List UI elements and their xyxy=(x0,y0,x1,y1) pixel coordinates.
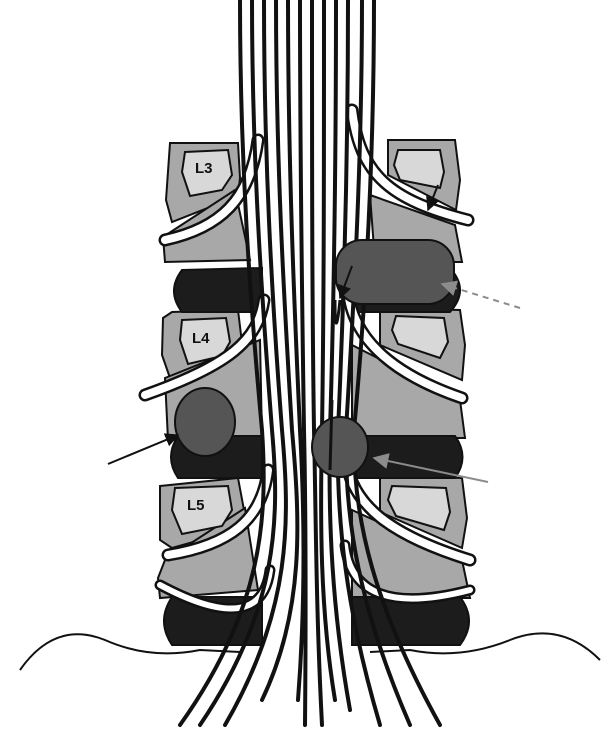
label-l4: L4 xyxy=(192,330,210,347)
arrow-black-left xyxy=(108,435,178,464)
label-l5: L5 xyxy=(187,497,205,514)
label-l3: L3 xyxy=(195,160,213,177)
herniation-foraminal-l3-l4 xyxy=(336,240,454,304)
herniation-right-l4-l5 xyxy=(312,417,368,477)
sacrum-outline xyxy=(20,633,600,670)
herniation-left-l4-l5 xyxy=(175,388,235,456)
disc-l5-s1-right xyxy=(352,597,469,645)
